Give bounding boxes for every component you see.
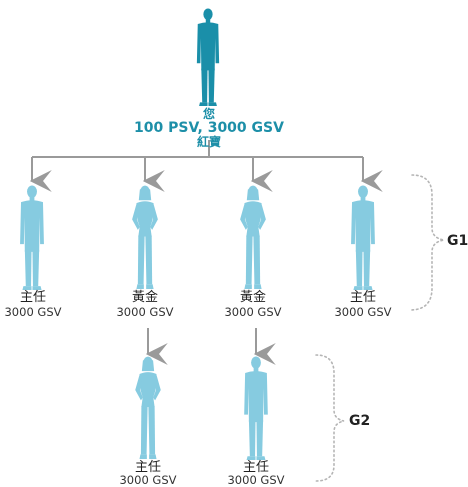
g1-member-2-figure (132, 185, 158, 290)
generation-label-g1: G1 (447, 233, 468, 249)
g1-member-1-figure (20, 185, 44, 290)
connectors (29, 140, 383, 365)
g2-member-2-figure (244, 356, 268, 460)
top-person-title: 您 (202, 107, 216, 121)
g2-figures (135, 356, 268, 460)
g1-member-4-rank: 主任 (349, 290, 377, 305)
g1-member-3-figure (240, 185, 266, 290)
top-person-volume: 100 PSV, 3000 GSV (134, 120, 284, 136)
top-person-figure (196, 8, 220, 106)
generation-label-g2: G2 (349, 413, 371, 429)
g1-figures (20, 185, 375, 290)
g2-member-1-rank: 主任 (134, 460, 162, 475)
g1-member-1-volume: 3000 GSV (4, 305, 62, 319)
g2-member-1-volume: 3000 GSV (119, 473, 177, 487)
g2-bracket (315, 354, 345, 482)
g1-member-2-volume: 3000 GSV (116, 305, 174, 319)
g1-bracket (409, 174, 445, 311)
g1-member-2-rank: 黃金 (131, 290, 159, 305)
g2-member-2-rank: 主任 (242, 460, 270, 475)
g2-member-1-figure (135, 356, 161, 460)
g1-member-3-volume: 3000 GSV (224, 305, 282, 319)
g1-member-4-figure (351, 185, 375, 290)
g1-member-3-rank: 黃金 (239, 290, 267, 305)
g2-member-2-volume: 3000 GSV (227, 473, 285, 487)
g1-member-4-volume: 3000 GSV (334, 305, 392, 319)
g1-member-1-rank: 主任 (19, 290, 47, 305)
top-person-rank: 紅寶 (196, 135, 222, 149)
